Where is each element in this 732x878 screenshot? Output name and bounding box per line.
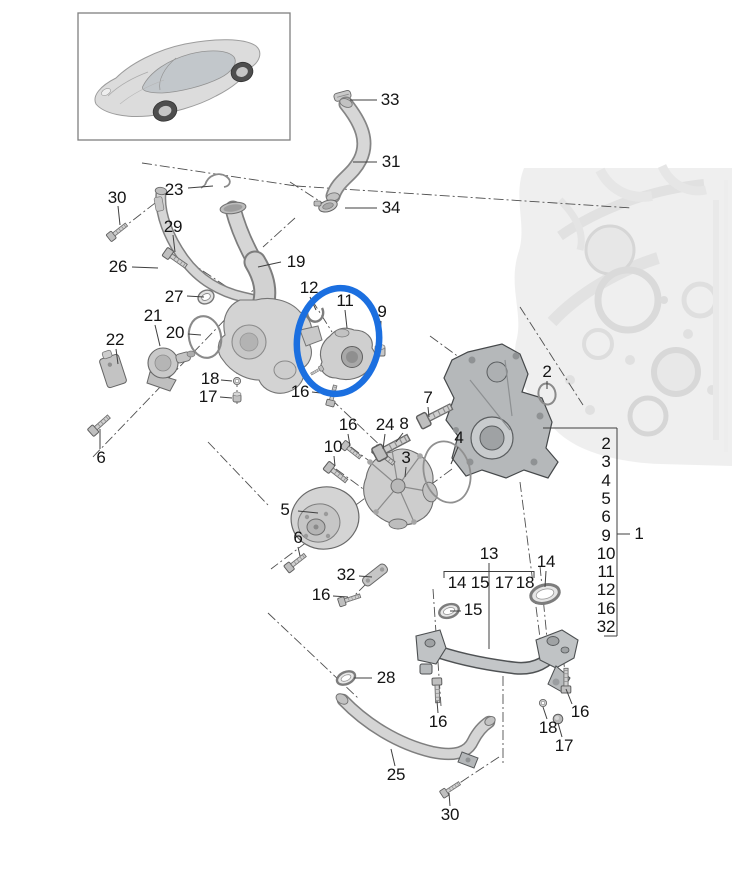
index-item-9[interactable]: 9: [601, 525, 611, 545]
callout-15[interactable]: 15: [463, 600, 483, 619]
index-bracket: [543, 427, 630, 637]
nut-18: [232, 376, 242, 386]
callout-34[interactable]: 34: [381, 198, 401, 217]
highlight-ellipse: [293, 284, 383, 398]
index-item-32[interactable]: 32: [596, 617, 616, 636]
callout-24[interactable]: 24: [375, 415, 395, 434]
plug-17-right: [552, 713, 564, 725]
callout-17[interactable]: 17: [198, 387, 218, 406]
distribution-housing: [217, 297, 323, 394]
callout-16[interactable]: 16: [290, 382, 310, 401]
callout-5[interactable]: 5: [280, 500, 290, 519]
callout-18[interactable]: 18: [200, 369, 220, 388]
water-pump-3: [363, 448, 438, 530]
sub-callout-14[interactable]: 14: [447, 573, 467, 592]
index-item-10[interactable]: 10: [596, 543, 616, 563]
callout-23[interactable]: 23: [164, 180, 184, 199]
seal-27: [197, 289, 215, 305]
callout-20[interactable]: 20: [165, 323, 185, 342]
sub-callout-17[interactable]: 17: [494, 573, 514, 592]
callout-25[interactable]: 25: [386, 765, 406, 784]
sub-bracket-13: [443, 563, 535, 649]
car-thumbnail-box: [77, 12, 291, 141]
pipe-25: [335, 693, 496, 769]
index-item-16[interactable]: 16: [596, 598, 616, 618]
oring-20: [187, 315, 223, 359]
callout-2[interactable]: 2: [542, 362, 552, 381]
sub-callout-18[interactable]: 18: [515, 573, 535, 592]
callout-3[interactable]: 3: [401, 448, 411, 467]
index-ref-1[interactable]: 1: [634, 524, 644, 543]
callout-6[interactable]: 6: [293, 528, 303, 547]
gasket-14: [529, 583, 561, 605]
callout-14[interactable]: 14: [536, 552, 556, 571]
index-item-6[interactable]: 6: [601, 507, 611, 527]
callout-21[interactable]: 21: [143, 306, 163, 325]
index-item-4[interactable]: 4: [601, 470, 611, 490]
callout-8[interactable]: 8: [399, 414, 409, 433]
callout-18[interactable]: 18: [538, 718, 558, 737]
callout-4[interactable]: 4: [454, 428, 464, 447]
gasket-28: [335, 670, 357, 686]
changeover-valve-21: [146, 347, 196, 392]
index-item-3[interactable]: 3: [601, 452, 611, 472]
callout-30[interactable]: 30: [440, 805, 460, 824]
callout-32[interactable]: 32: [336, 565, 356, 584]
callout-17[interactable]: 17: [554, 736, 574, 755]
callout-29[interactable]: 29: [163, 217, 183, 236]
callout-26[interactable]: 26: [108, 257, 128, 276]
gasket-15: [438, 602, 460, 620]
callout-7[interactable]: 7: [423, 388, 433, 407]
car-911-icon: [94, 39, 261, 122]
callout-31[interactable]: 31: [381, 152, 401, 171]
hose-31: [325, 96, 372, 204]
callout-12[interactable]: 12: [299, 278, 319, 297]
console-1: [443, 343, 559, 479]
index-item-5[interactable]: 5: [601, 488, 611, 508]
plug-17: [232, 391, 242, 403]
callout-28[interactable]: 28: [376, 668, 396, 687]
index-item-11[interactable]: 11: [597, 562, 615, 582]
callout-22[interactable]: 22: [105, 330, 125, 349]
bracket-22: [99, 349, 127, 389]
damper-32: [362, 563, 388, 587]
oring-4: [422, 440, 472, 504]
index-item-12[interactable]: 12: [596, 580, 616, 600]
callout-16[interactable]: 16: [311, 585, 331, 604]
callout-13[interactable]: 13: [479, 544, 499, 563]
thermostat-housing-11: [309, 327, 377, 381]
callout-19[interactable]: 19: [286, 252, 306, 271]
callout-16[interactable]: 16: [428, 712, 448, 731]
callout-10[interactable]: 10: [323, 437, 343, 456]
engine-faded-image: [514, 163, 732, 466]
callout-16[interactable]: 16: [570, 702, 590, 721]
nut-18-right: [538, 698, 548, 708]
support-tube-13: [415, 629, 579, 693]
index-item-2[interactable]: 2: [601, 434, 611, 453]
pulley-5: [290, 486, 360, 550]
callout-27[interactable]: 27: [164, 287, 184, 306]
oring-2: [537, 382, 557, 406]
callout-9[interactable]: 9: [377, 302, 387, 321]
callout-33[interactable]: 33: [380, 90, 400, 109]
sub-callout-15[interactable]: 15: [470, 573, 490, 592]
clamp-34: [313, 199, 338, 213]
callout-30[interactable]: 30: [107, 188, 127, 207]
callout-16[interactable]: 16: [338, 415, 358, 434]
callout-11[interactable]: 11: [336, 291, 354, 310]
callout-6[interactable]: 6: [96, 448, 106, 467]
